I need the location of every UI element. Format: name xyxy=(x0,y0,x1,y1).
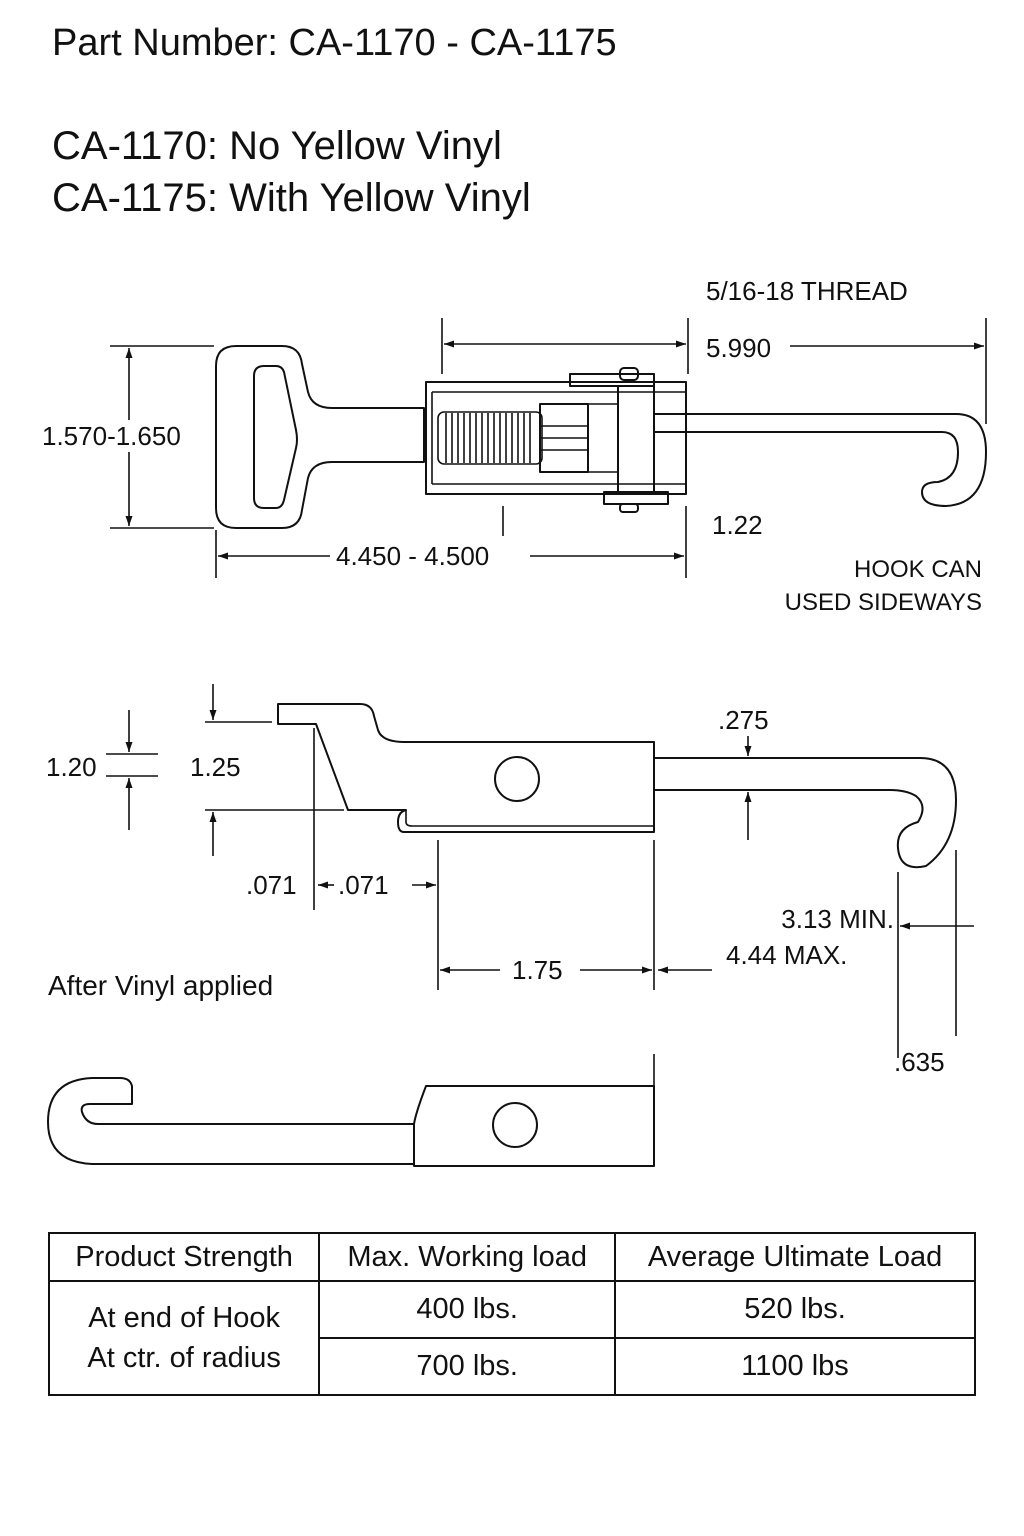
vinyl-label: After Vinyl applied xyxy=(48,970,273,1001)
average-ultimate-load-header: Average Ultimate Load xyxy=(614,1231,976,1283)
row-label-end-of-hook: At end of Hook xyxy=(88,1302,281,1335)
d-ring-slot xyxy=(253,365,298,509)
latch-body xyxy=(425,381,687,495)
hook-note-line-2: USED SIDEWAYS xyxy=(785,589,982,616)
product-strength-header: Product Strength xyxy=(47,1231,321,1283)
pivot-plate-top xyxy=(569,373,655,387)
base-length-label: 4.450 - 4.500 xyxy=(336,541,489,571)
vinyl-pivot-hole xyxy=(492,1102,538,1148)
side-body-outline xyxy=(277,703,655,833)
variant-ca-1175: CA-1175: With Yellow Vinyl xyxy=(52,176,531,220)
hook-offset-label: 1.22 xyxy=(712,510,763,540)
side-view-latch xyxy=(277,703,957,869)
side-hook xyxy=(654,757,957,869)
d-ring-handle xyxy=(215,345,425,529)
row-label-ctr-of-radius: At ctr. of radius xyxy=(87,1342,281,1375)
dim-1-75-label: 1.75 xyxy=(512,955,563,985)
dim-max-label: 4.44 MAX. xyxy=(726,940,847,970)
dim-min-label: 3.13 MIN. xyxy=(781,904,894,934)
dim-071-a-label: .071 xyxy=(246,870,297,900)
working-load-end-of-hook: 400 lbs. xyxy=(318,1280,617,1340)
vinyl-hook xyxy=(47,1077,414,1165)
load-point-labels: At end of Hook At ctr. of radius xyxy=(47,1280,321,1396)
working-load-ctr-of-radius: 700 lbs. xyxy=(318,1337,617,1396)
pivot-hole xyxy=(494,756,540,802)
table-row: 700 lbs. 1100 lbs xyxy=(49,1337,976,1396)
ultimate-load-ctr-of-radius: 1100 lbs xyxy=(614,1337,976,1396)
max-working-load-header: Max. Working load xyxy=(318,1231,617,1283)
dim-275-label: .275 xyxy=(718,705,769,735)
top-view-dimensions xyxy=(110,318,987,578)
thread-stud xyxy=(437,411,543,465)
dim-635-label: .635 xyxy=(894,1047,945,1077)
ultimate-load-end-of-hook: 520 lbs. xyxy=(614,1280,976,1340)
part-number-title: Part Number: CA-1170 - CA-1175 xyxy=(52,22,617,64)
table-header-row: Product Strength Max. Working load Avera… xyxy=(47,1231,976,1283)
top-view-latch xyxy=(215,345,987,529)
vinyl-body-outline xyxy=(413,1085,655,1167)
product-strength-table: Product Strength Max. Working load Avera… xyxy=(47,1231,976,1396)
thread-note: 5/16-18 THREAD xyxy=(706,276,908,306)
hook-note-line-1: HOOK CAN xyxy=(854,556,982,583)
dim-071-b-label: .071 xyxy=(338,870,389,900)
variant-ca-1170: CA-1170: No Yellow Vinyl xyxy=(52,124,502,168)
hook-arm xyxy=(654,413,987,507)
side-view-dimensions xyxy=(106,684,974,1058)
pivot-block xyxy=(617,385,655,493)
table-row: At end of Hook At ctr. of radius 400 lbs… xyxy=(47,1280,976,1396)
dim-1-25-label: 1.25 xyxy=(190,752,241,782)
dim-1-20-label: 1.20 xyxy=(46,752,97,782)
vinyl-view-latch xyxy=(47,1077,655,1167)
overall-length-label: 5.990 xyxy=(706,333,771,363)
height-range-label: 1.570-1.650 xyxy=(42,421,181,451)
